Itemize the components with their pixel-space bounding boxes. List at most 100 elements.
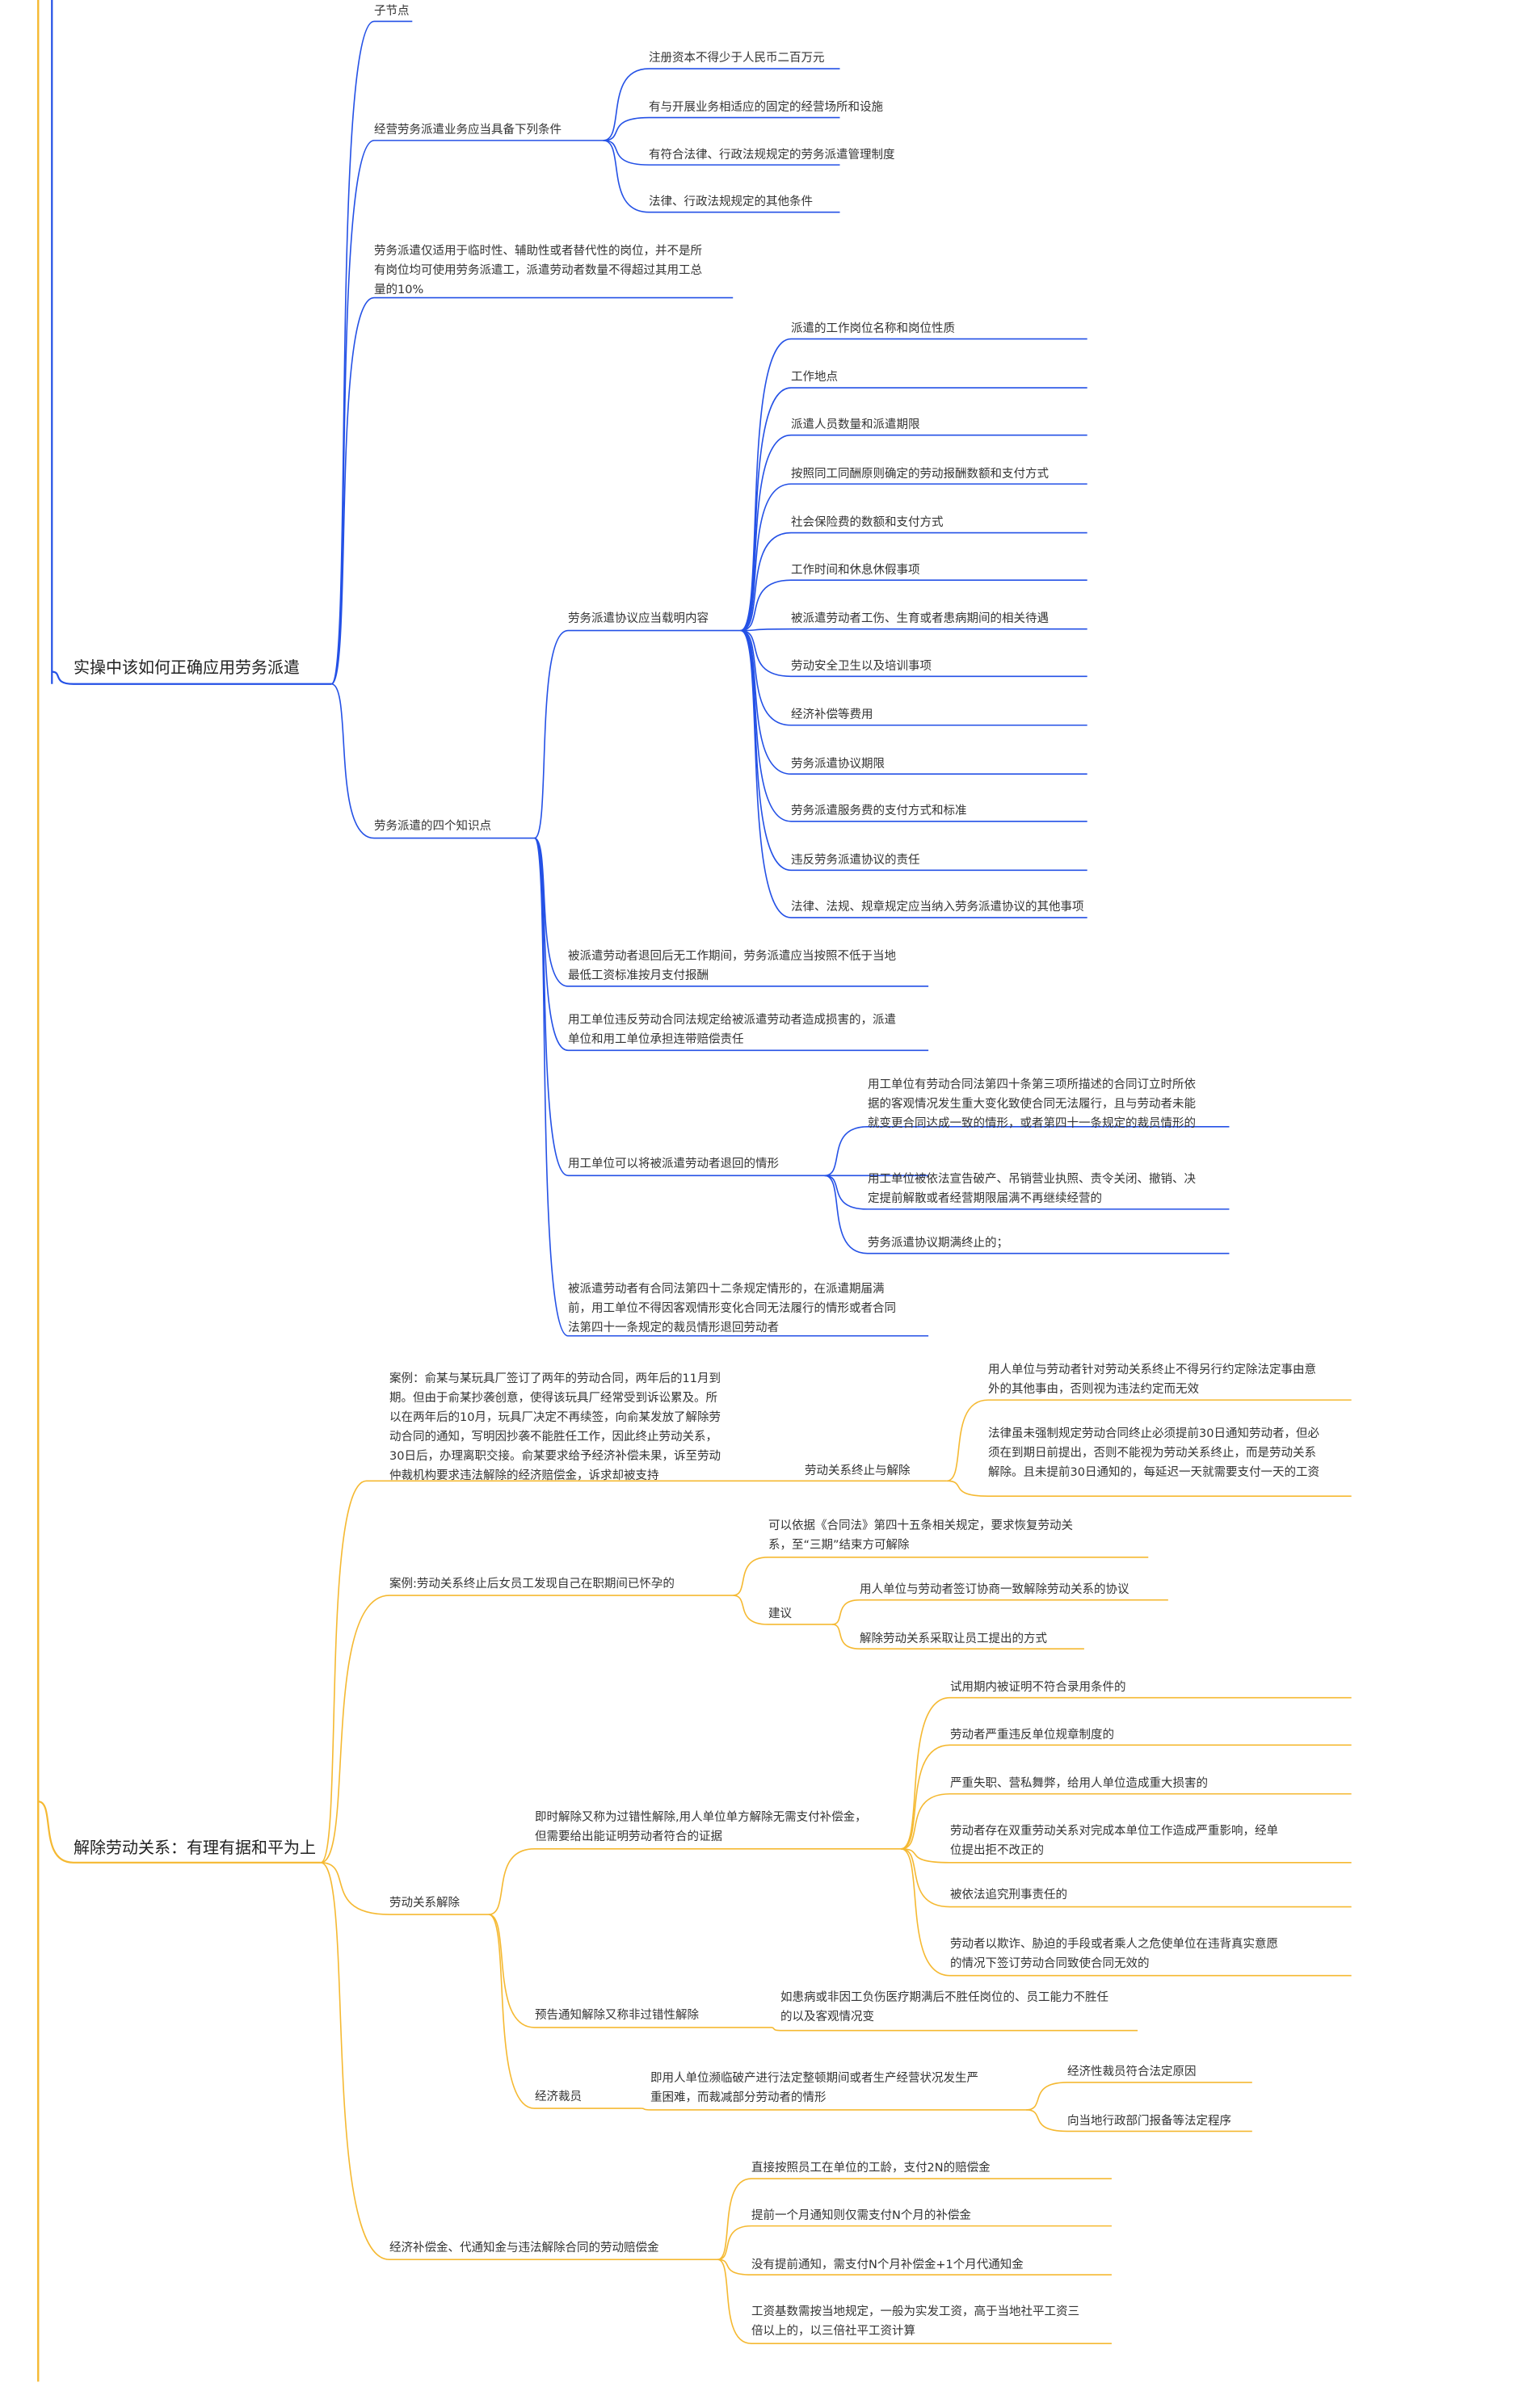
- layoff-detail[interactable]: 即用人单位濒临破产进行法定整顿期间或者生产经营状况发生严 重困难，而裁减部分劳动…: [650, 2072, 978, 2104]
- return-label[interactable]: 用工单位可以将被派遣劳动者退回的情形: [568, 1158, 779, 1170]
- layoff-item[interactable]: 向当地行政部门报备等法定程序: [1067, 2115, 1231, 2128]
- connector: [771, 2027, 1138, 2032]
- connector: [37, 1801, 321, 1864]
- agreement-item[interactable]: 劳务派遣服务费的支付方式和标准: [791, 805, 967, 817]
- connector: [900, 1744, 1352, 1850]
- agreement-item[interactable]: 社会保险费的数额和支付方式: [791, 516, 944, 529]
- immediate-item[interactable]: 严重失职、营私舞弊，给用人单位造成重大损害的: [950, 1777, 1208, 1790]
- agreement-item[interactable]: 违反劳务派遣协议的责任: [791, 854, 920, 867]
- connector: [1026, 2082, 1252, 2111]
- compensation-item[interactable]: 没有提前通知，需支付N个月补偿金+1个月代通知金: [751, 2259, 1024, 2271]
- branch-title-termination[interactable]: 解除劳动关系：有理有据和平为上: [74, 1838, 316, 1857]
- agreement-item[interactable]: 被派遣劳动者工伤、生育或者患病期间的相关待遇: [791, 612, 1049, 625]
- notice-label[interactable]: 预告通知解除又称非过错性解除: [535, 2009, 699, 2022]
- connector: [740, 628, 1087, 632]
- immediate-item[interactable]: 劳动者以欺诈、胁迫的手段或者乘人之危使单位在违背真实意愿 的情况下签订劳动合同致…: [950, 1938, 1278, 1970]
- connector: [534, 629, 741, 839]
- suggest-item[interactable]: 用人单位与劳动者签订协商一致解除劳动关系的协议: [860, 1583, 1129, 1596]
- child-node[interactable]: 子节点: [374, 5, 410, 18]
- agreement-label[interactable]: 劳务派遣协议应当载明内容: [568, 612, 709, 625]
- agreement-item[interactable]: 按照同工同酬原则确定的劳动报酬数额和支付方式: [791, 468, 1049, 481]
- connector: [320, 1862, 718, 2260]
- return-item[interactable]: 用工单位有劳动合同法第四十条第三项所描述的合同订立时所依 据的客观情况发生重大变…: [868, 1078, 1196, 1130]
- connector: [740, 483, 1087, 632]
- connector: [824, 1175, 1230, 1210]
- branch-title-dispatch[interactable]: 实操中该如何正确应用劳务派遣: [74, 658, 300, 677]
- condition-item[interactable]: 有与开展业务相适应的固定的经营场所和设施: [649, 101, 883, 114]
- connector: [740, 579, 1087, 632]
- connector: [733, 1595, 833, 1625]
- connector: [717, 2259, 1112, 2344]
- connector: [641, 2108, 1027, 2111]
- agreement-item[interactable]: 工作地点: [791, 371, 838, 384]
- connector: [488, 1914, 772, 2028]
- agreement-item[interactable]: 工作时间和休息休假事项: [791, 564, 920, 577]
- compensation-item[interactable]: 工资基数需按当地规定，一般为实发工资，高于当地社平工资三 倍以上的，以三倍社平工…: [751, 2305, 1079, 2338]
- dismissal-label[interactable]: 劳动关系解除: [389, 1897, 460, 1910]
- connector: [533, 837, 929, 1337]
- scope-note[interactable]: 劳务派遣仅适用于临时性、辅助性或者替代性的岗位，并不是所 有岗位均可使用劳务派遣…: [374, 245, 702, 296]
- connector: [488, 1914, 642, 2109]
- condition-item[interactable]: 法律、行政法规规定的其他条件: [649, 195, 813, 208]
- agreement-item[interactable]: 经济补偿等费用: [791, 708, 873, 721]
- layoff-item[interactable]: 经济性裁员符合法定原因: [1067, 2066, 1197, 2078]
- agreement-item[interactable]: 劳务派遣协议期限: [791, 758, 885, 771]
- connector: [533, 837, 929, 1177]
- agreement-item[interactable]: 法律、法规、规章规定应当纳入劳务派遣协议的其他事项: [791, 901, 1084, 914]
- suggest-label[interactable]: 建议: [768, 1607, 792, 1620]
- connector: [733, 1557, 1149, 1596]
- immediate-label[interactable]: 即时解除又称为过错性解除,用人单位单方解除无需支付补偿金， 但需要给出能证明劳动…: [535, 1811, 867, 1843]
- notice-detail[interactable]: 如患病或非因工负伤医疗期满后不胜任岗位的、员工能力不胜任 的以及客观情况变: [780, 1991, 1108, 2023]
- case-text[interactable]: 案例：俞某与某玩具厂签订了两年的劳动合同，两年后的11月到 期。但由于俞某抄袭创…: [389, 1372, 721, 1482]
- termination-end-item[interactable]: 用人单位与劳动者针对劳动关系终止不得另行约定除法定事由意 外的其他事由，否则视为…: [988, 1364, 1316, 1396]
- condition-item[interactable]: 有符合法律、行政法规规定的劳务派遣管理制度: [649, 149, 895, 162]
- idle-pay-note[interactable]: 被派遣劳动者退回后无工作期间，劳务派遣应当按照不低于当地 最低工资标准按月支付报…: [568, 950, 896, 982]
- connector: [320, 1595, 734, 1864]
- agreement-item[interactable]: 劳动安全卫生以及培训事项: [791, 660, 932, 673]
- connector: [534, 837, 929, 1052]
- connector: [946, 1399, 1352, 1482]
- connector: [740, 532, 1087, 632]
- no-return-note[interactable]: 被派遣劳动者有合同法第四十二条规定情形的，在派遣期届满 前，用工单位不得因客观情…: [568, 1283, 896, 1334]
- connector: [330, 683, 535, 839]
- connector: [717, 2259, 1112, 2276]
- connector: [534, 837, 929, 987]
- connector: [831, 1599, 1168, 1625]
- four-points-label[interactable]: 劳务派遣的四个知识点: [374, 820, 491, 833]
- compensation-item[interactable]: 提前一个月通知则仅需支付N个月的补偿金: [751, 2209, 971, 2222]
- connector: [717, 2225, 1112, 2260]
- connector: [831, 1624, 1084, 1649]
- suggest-item[interactable]: 解除劳动关系采取让员工提出的方式: [860, 1633, 1047, 1645]
- termination-end-label[interactable]: 劳动关系终止与解除: [805, 1465, 911, 1477]
- agreement-item[interactable]: 派遣的工作岗位名称和岗位性质: [791, 322, 955, 335]
- condition-item[interactable]: 注册资本不得少于人民币二百万元: [649, 52, 825, 65]
- return-item[interactable]: 用工单位被依法宣告破产、吊销营业执照、责令关闭、撤销、决 定提前解散或者经营期限…: [868, 1173, 1196, 1205]
- immediate-item[interactable]: 试用期内被证明不符合录用条件的: [950, 1681, 1126, 1694]
- connector: [1026, 2109, 1252, 2133]
- immediate-item[interactable]: 被依法追究刑事责任的: [950, 1889, 1067, 1902]
- pregnancy-case-label[interactable]: 案例:劳动关系终止后女员工发现自己在职期间已怀孕的: [389, 1578, 675, 1591]
- connector: [603, 140, 840, 166]
- conditions-label[interactable]: 经营劳务派遣业务应当具备下列条件: [374, 124, 562, 137]
- connector: [824, 1126, 1230, 1177]
- immediate-item[interactable]: 劳动者存在双重劳动关系对完成本单位工作造成严重影响，经单 位提出拒不改正的: [950, 1825, 1278, 1857]
- compensation-item[interactable]: 直接按照员工在单位的工龄，支付2N的赔偿金: [751, 2162, 991, 2175]
- connector: [946, 1480, 1352, 1497]
- return-item[interactable]: 劳务派遣协议期满终止的；: [868, 1237, 1008, 1250]
- connector: [901, 1847, 1352, 1908]
- connector: [603, 116, 840, 141]
- agreement-item[interactable]: 派遣人员数量和派遣期限: [791, 418, 920, 431]
- termination-end-item[interactable]: 法律虽未强制规定劳动合同终止必须提前30日通知劳动者，但必 须在到期日前提出，否…: [988, 1427, 1319, 1479]
- layoff-label[interactable]: 经济裁员: [535, 2091, 582, 2103]
- immediate-item[interactable]: 劳动者严重违反单位规章制度的: [950, 1729, 1114, 1742]
- connector: [900, 1847, 1352, 1977]
- connector: [901, 1847, 1352, 1864]
- connector: [603, 140, 840, 213]
- pregnancy-option[interactable]: 可以依据《合同法》第四十五条相关规定，要求恢复劳动关 系，至“三期”结束方可解除: [768, 1519, 1073, 1552]
- compensation-label[interactable]: 经济补偿金、代通知金与违法解除合同的劳动赔偿金: [389, 2242, 659, 2255]
- connector: [740, 629, 1087, 726]
- joint-liability-note[interactable]: 用工单位违反劳动合同法规定给被派遣劳动者造成损害的，派遣 单位和用工单位承担连带…: [568, 1014, 896, 1046]
- connector: [488, 1847, 902, 1915]
